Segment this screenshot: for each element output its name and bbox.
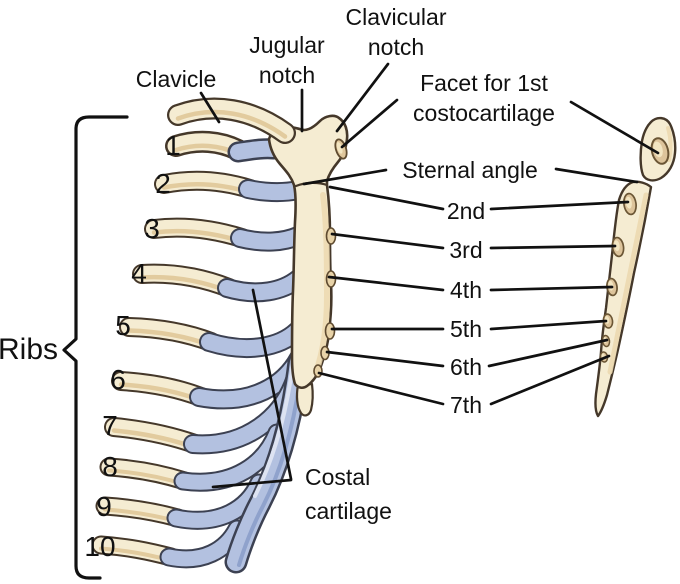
label-ribs: Ribs bbox=[0, 333, 59, 366]
pointer-sternal-angle-left bbox=[302, 168, 388, 186]
pointer-facet-1st-right bbox=[569, 100, 660, 155]
pointer-costal-cartilage-lower bbox=[211, 478, 293, 489]
rib-number-3: 3 bbox=[144, 213, 160, 244]
label-jugular-notch: Jugular notch bbox=[249, 32, 325, 88]
pointer-facet-1st-left bbox=[340, 98, 399, 149]
label-clavicular-notch: Clavicular notch bbox=[345, 4, 447, 60]
costal-cartilage-shapes bbox=[159, 138, 311, 574]
pointer-2nd-left bbox=[328, 185, 445, 211]
pointer-7th-left bbox=[317, 371, 445, 406]
label-facet-4th: 4th bbox=[450, 277, 482, 303]
rib-number-2: 2 bbox=[155, 168, 171, 199]
figure-frontal-ribcage bbox=[91, 94, 349, 574]
label-facet-2nd: 2nd bbox=[446, 198, 486, 224]
pointer-sternal-angle-right bbox=[554, 167, 639, 184]
label-facet-5th: 5th bbox=[450, 316, 482, 342]
pointer-costal-cartilage-upper bbox=[251, 288, 293, 481]
rib-number-9: 9 bbox=[96, 491, 112, 522]
label-clavicle: Clavicle bbox=[135, 66, 217, 92]
rib-number-5: 5 bbox=[115, 310, 131, 341]
label-costal-cartilage: Costal cartilage bbox=[305, 464, 392, 524]
rib-number-8: 8 bbox=[102, 451, 118, 482]
label-facet-7th: 7th bbox=[450, 392, 482, 418]
rib-number-6: 6 bbox=[110, 364, 126, 395]
pointer-4th-right bbox=[489, 285, 614, 292]
rib-number-4: 4 bbox=[131, 258, 147, 289]
label-facet-1st-costocartilage: Facet for 1st costocartilage bbox=[413, 70, 555, 126]
rib-number-10: 10 bbox=[84, 531, 116, 562]
figure-lateral-sternum bbox=[594, 116, 677, 418]
pointer-7th-right bbox=[489, 354, 611, 406]
pointer-3rd-left bbox=[330, 232, 445, 250]
pointer-4th-left bbox=[327, 275, 445, 292]
pointer-6th-right bbox=[487, 338, 609, 368]
label-facet-6th: 6th bbox=[450, 354, 482, 380]
sternum-frontal bbox=[267, 114, 349, 390]
xiphoid-process bbox=[295, 382, 314, 417]
label-facet-3rd: 3rd bbox=[449, 237, 483, 263]
pointer-clavicle bbox=[199, 91, 221, 124]
rib-number-1: 1 bbox=[165, 130, 181, 161]
pointer-clavicular-notch bbox=[335, 62, 390, 133]
pointer-2nd-right bbox=[489, 200, 630, 211]
pointer-3rd-right bbox=[489, 244, 617, 250]
pointer-6th-left bbox=[325, 350, 445, 368]
rib-number-7: 7 bbox=[102, 410, 118, 441]
pointer-5th-right bbox=[489, 319, 608, 331]
ribs-bracket bbox=[62, 115, 129, 580]
clavicle-bone bbox=[163, 94, 296, 144]
pointer-lines bbox=[199, 62, 660, 489]
label-sternal-angle: Sternal angle bbox=[402, 157, 538, 183]
